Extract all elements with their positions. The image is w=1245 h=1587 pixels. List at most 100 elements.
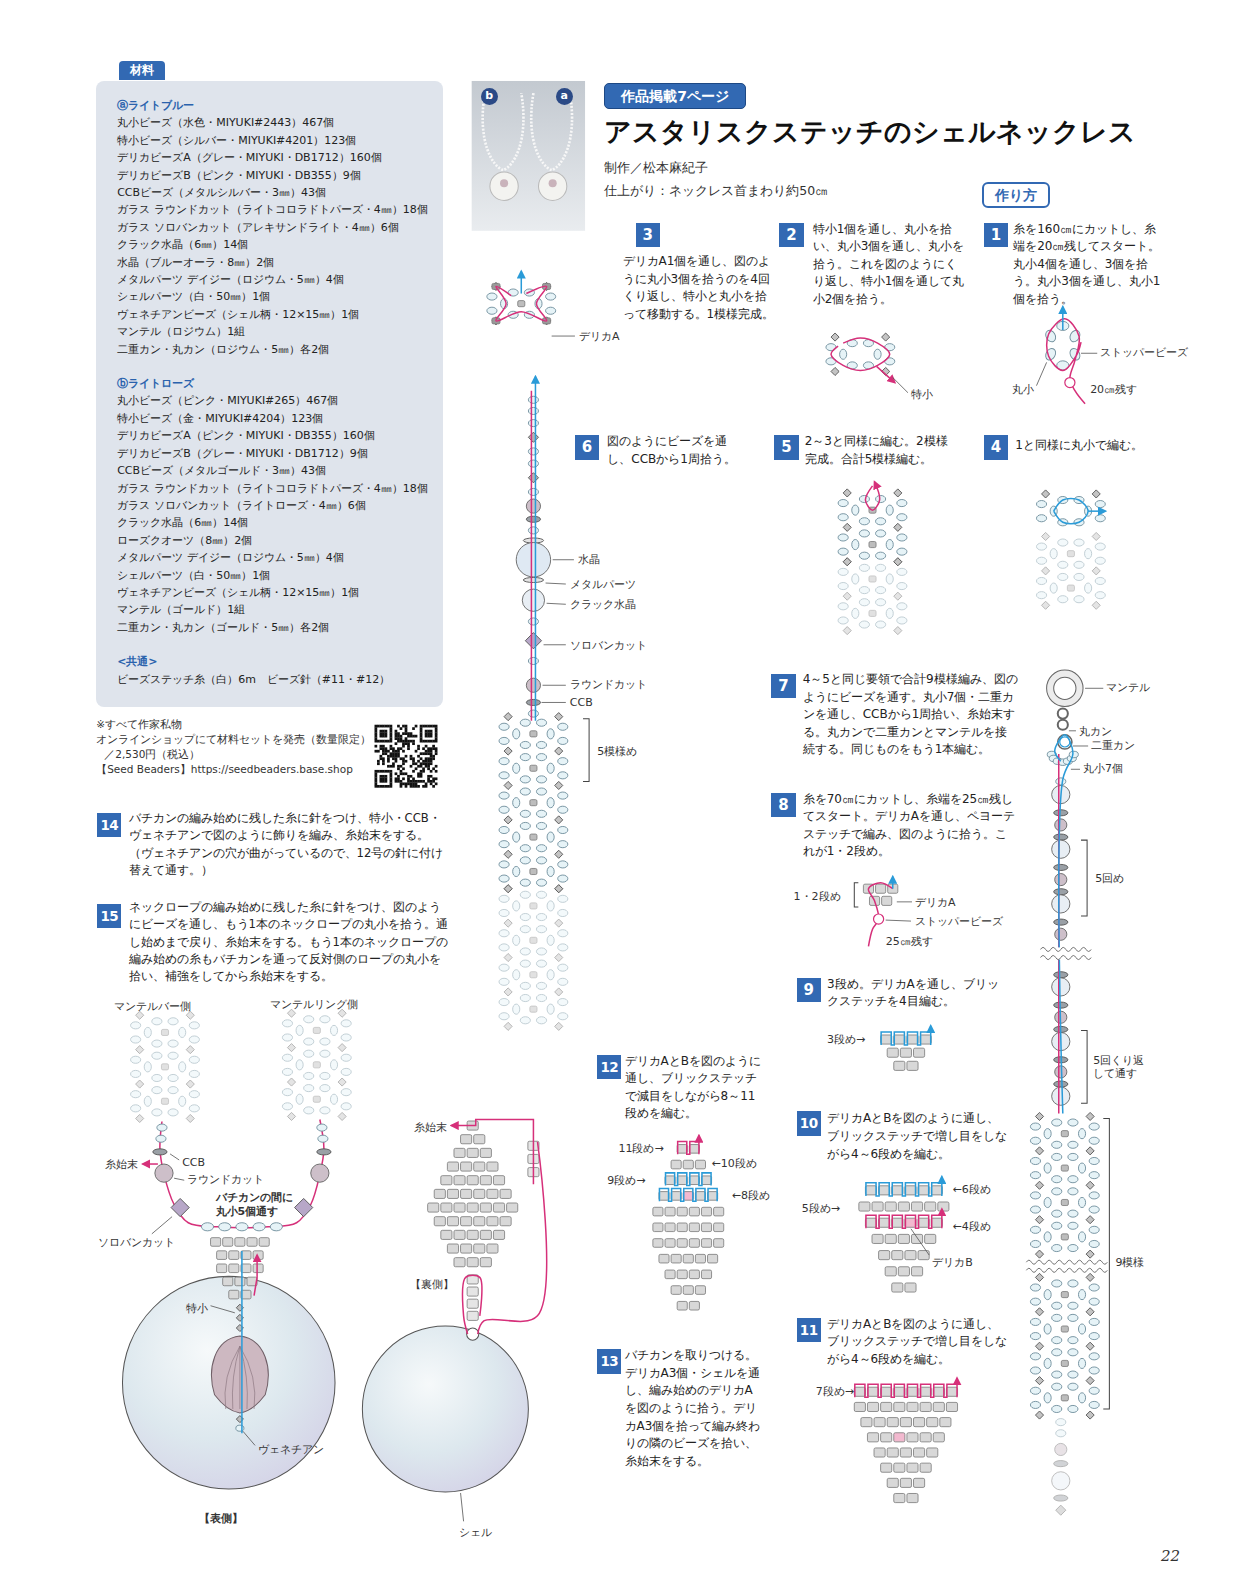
delica-bead	[461, 1189, 472, 1198]
delica-bead	[854, 1402, 865, 1411]
qr-module	[380, 730, 383, 733]
qr-module	[395, 760, 398, 763]
delica-bead	[247, 1238, 257, 1247]
qr-module	[420, 765, 423, 768]
round-bead	[852, 608, 859, 618]
qr-module	[397, 765, 400, 768]
qr-module	[427, 767, 430, 770]
delica-bead	[530, 937, 537, 943]
shell-rib	[225, 1346, 240, 1409]
delica-bead	[898, 1202, 909, 1211]
step-text: 図のようにビーズを通し、CCBから1周拾う。	[607, 433, 749, 468]
delica-bead	[914, 1478, 925, 1487]
delica-bead	[933, 1387, 944, 1396]
figure-step-9	[881, 1026, 932, 1071]
delica-bead	[480, 1258, 491, 1267]
round-bead	[341, 1103, 351, 1110]
qr-module	[410, 755, 413, 758]
delica-bead	[859, 1202, 870, 1211]
section-tab: 材料	[119, 61, 165, 80]
qr-module	[412, 782, 415, 785]
round-bead	[1068, 1153, 1078, 1160]
round-bead	[168, 1109, 178, 1116]
round-bead	[536, 1017, 546, 1024]
diamond-bead	[504, 885, 512, 893]
delica-bead	[677, 1239, 687, 1248]
delica-bead	[854, 1387, 865, 1396]
round-bead	[547, 970, 554, 980]
diamond-bead	[136, 1046, 144, 1054]
delica-bead	[879, 1186, 890, 1195]
diamond-bead	[894, 592, 902, 600]
materials-item: 特小ビーズ（シルバー・MIYUKI#4201）123個	[117, 132, 437, 149]
round-bead	[1068, 1337, 1078, 1344]
qr-module	[397, 747, 400, 750]
round-bead	[1036, 543, 1046, 550]
step-instruction: 1糸を160㎝にカットし、糸端を20㎝残してスタート。丸小4個を通し、3個を拾う…	[984, 221, 1168, 309]
qr-module	[397, 737, 400, 740]
round-bead	[131, 1022, 141, 1029]
delica-bead	[677, 1301, 687, 1310]
row-label: 1・2段め	[794, 890, 841, 904]
qr-module	[430, 750, 433, 753]
delica-bead	[894, 1035, 905, 1044]
delica-bead	[461, 1135, 472, 1144]
thread-line	[666, 1173, 712, 1186]
round-bead	[1052, 1349, 1062, 1356]
round-bead	[1089, 1333, 1099, 1340]
callout-label: CCB	[182, 1156, 205, 1170]
delica-bead	[881, 1433, 892, 1442]
delica-bead	[861, 1418, 872, 1427]
qr-module	[410, 785, 413, 788]
bracket	[854, 883, 858, 907]
diamond-bead	[1035, 1112, 1043, 1120]
delica-bead	[683, 1160, 693, 1169]
qr-module	[425, 762, 428, 765]
leader-line	[1069, 730, 1076, 731]
round-bead	[270, 1223, 282, 1231]
ccb-bead	[526, 699, 540, 705]
row-label: ←10段め	[712, 1157, 757, 1171]
delica-bead	[454, 1148, 465, 1157]
qr-module	[390, 785, 393, 788]
leader-line	[897, 901, 912, 902]
step-text: バチカンを取りつける。デリカA3個・シェルを通し、編み始めのデリカAを図のように…	[625, 1347, 762, 1470]
callout-label: 特小	[911, 388, 933, 402]
delica-bead	[689, 1270, 699, 1279]
diamond-bead	[1086, 1377, 1094, 1385]
qr-module	[390, 770, 393, 773]
round-bead	[318, 1135, 328, 1142]
qr-module	[405, 782, 408, 785]
round-bead	[520, 982, 530, 989]
delica-bead	[701, 1239, 711, 1248]
round-bead	[547, 866, 554, 876]
qr-module	[397, 740, 400, 743]
qr-module	[375, 770, 378, 773]
round-bead	[1052, 1176, 1062, 1183]
delica-bead	[892, 1186, 903, 1195]
side-label: 【裏側】	[410, 1278, 454, 1292]
qr-module	[430, 730, 433, 733]
delica-bead	[920, 1387, 931, 1396]
qr-module	[380, 755, 383, 758]
thread-line	[659, 1189, 717, 1202]
delica-bead	[480, 1230, 491, 1239]
leader-line	[152, 1217, 172, 1234]
round-bead	[1068, 1141, 1078, 1148]
callout-label: クラック水晶	[570, 598, 636, 612]
round-bead	[1068, 1383, 1078, 1390]
diamond-bead	[1035, 1147, 1043, 1155]
diamond-bead	[831, 333, 839, 341]
qr-module	[380, 740, 383, 743]
delica-bead	[665, 1223, 675, 1232]
delica-bead	[487, 1217, 498, 1226]
qr-module	[387, 755, 390, 758]
finished-size: 仕上がり：ネックレス首まわり約50㎝	[604, 183, 828, 199]
round-bead	[1089, 1123, 1099, 1130]
row-label: ←8段め	[732, 1189, 770, 1203]
callout-label: メタルパーツ	[570, 578, 636, 592]
leader-line	[1036, 362, 1046, 385]
step-text: 特小1個を通し、丸小を拾い、丸小3個を通し、丸小を拾う。これを図のようにくり返し…	[813, 221, 965, 309]
round-bead	[536, 788, 546, 795]
qr-module	[382, 785, 385, 788]
